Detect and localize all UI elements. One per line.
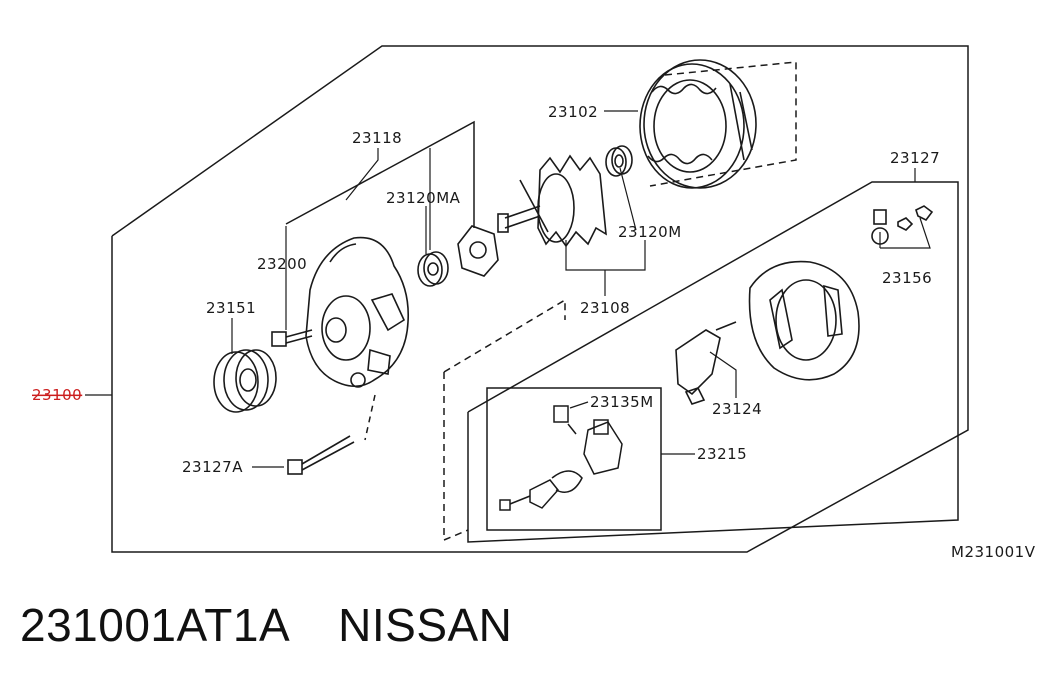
terminal-23156 — [871, 205, 934, 245]
part-label-23135M[interactable]: 23135M — [590, 393, 654, 411]
rotor-23108 — [497, 154, 607, 248]
bolt-23200 — [271, 329, 313, 347]
leader-23156 — [880, 217, 931, 249]
leader-23118 — [345, 148, 379, 201]
part-label-23127[interactable]: 23127 — [890, 149, 940, 167]
pulley-23151 — [213, 349, 277, 413]
outer-frame — [111, 45, 969, 553]
stator-23102 — [639, 59, 757, 189]
retainer-plate — [457, 225, 499, 277]
frame-23127 — [467, 181, 959, 543]
brush-holder-23215 — [499, 405, 623, 511]
bearing-23120M — [605, 145, 633, 177]
caption-brand: NISSAN — [338, 599, 513, 651]
caption: 231001AT1A NISSAN — [20, 598, 560, 652]
leader-23124 — [709, 351, 737, 398]
part-label-23124[interactable]: 23124 — [712, 400, 762, 418]
caption-part-number: 231001AT1A — [20, 599, 291, 651]
bearing-23120MA — [417, 251, 449, 287]
part-label-23200[interactable]: 23200 — [257, 255, 307, 273]
front-housing-23118 — [305, 236, 410, 388]
part-label-23151[interactable]: 23151 — [206, 299, 256, 317]
dashed-rear-3 — [443, 529, 469, 541]
part-label-23108[interactable]: 23108 — [580, 299, 630, 317]
part-label-23156[interactable]: 23156 — [882, 269, 932, 287]
diagram-code: M231001V — [951, 543, 1036, 561]
part-label-23120M[interactable]: 23120M — [618, 223, 682, 241]
rear-cover-23127 — [748, 260, 860, 381]
part-label-23118[interactable]: 23118 — [352, 129, 402, 147]
highlight-part-label[interactable]: 23100 — [32, 386, 82, 404]
leader-23120M — [619, 167, 637, 231]
box-23215 — [486, 387, 662, 531]
bracket-23118 — [285, 120, 475, 228]
bolt-23127A — [287, 435, 355, 475]
part-label-23102[interactable]: 23102 — [548, 103, 598, 121]
dashed-bolt — [364, 394, 376, 441]
part-label-23215[interactable]: 23215 — [697, 445, 747, 463]
dashed-stator — [649, 61, 797, 187]
part-label-23120MA[interactable]: 23120MA — [386, 189, 461, 207]
leader-23108 — [565, 240, 646, 271]
part-label-23127A[interactable]: 23127A — [182, 458, 243, 476]
regulator-23124 — [675, 321, 737, 405]
leader-23135M — [569, 401, 589, 409]
dashed-rear — [443, 298, 566, 373]
